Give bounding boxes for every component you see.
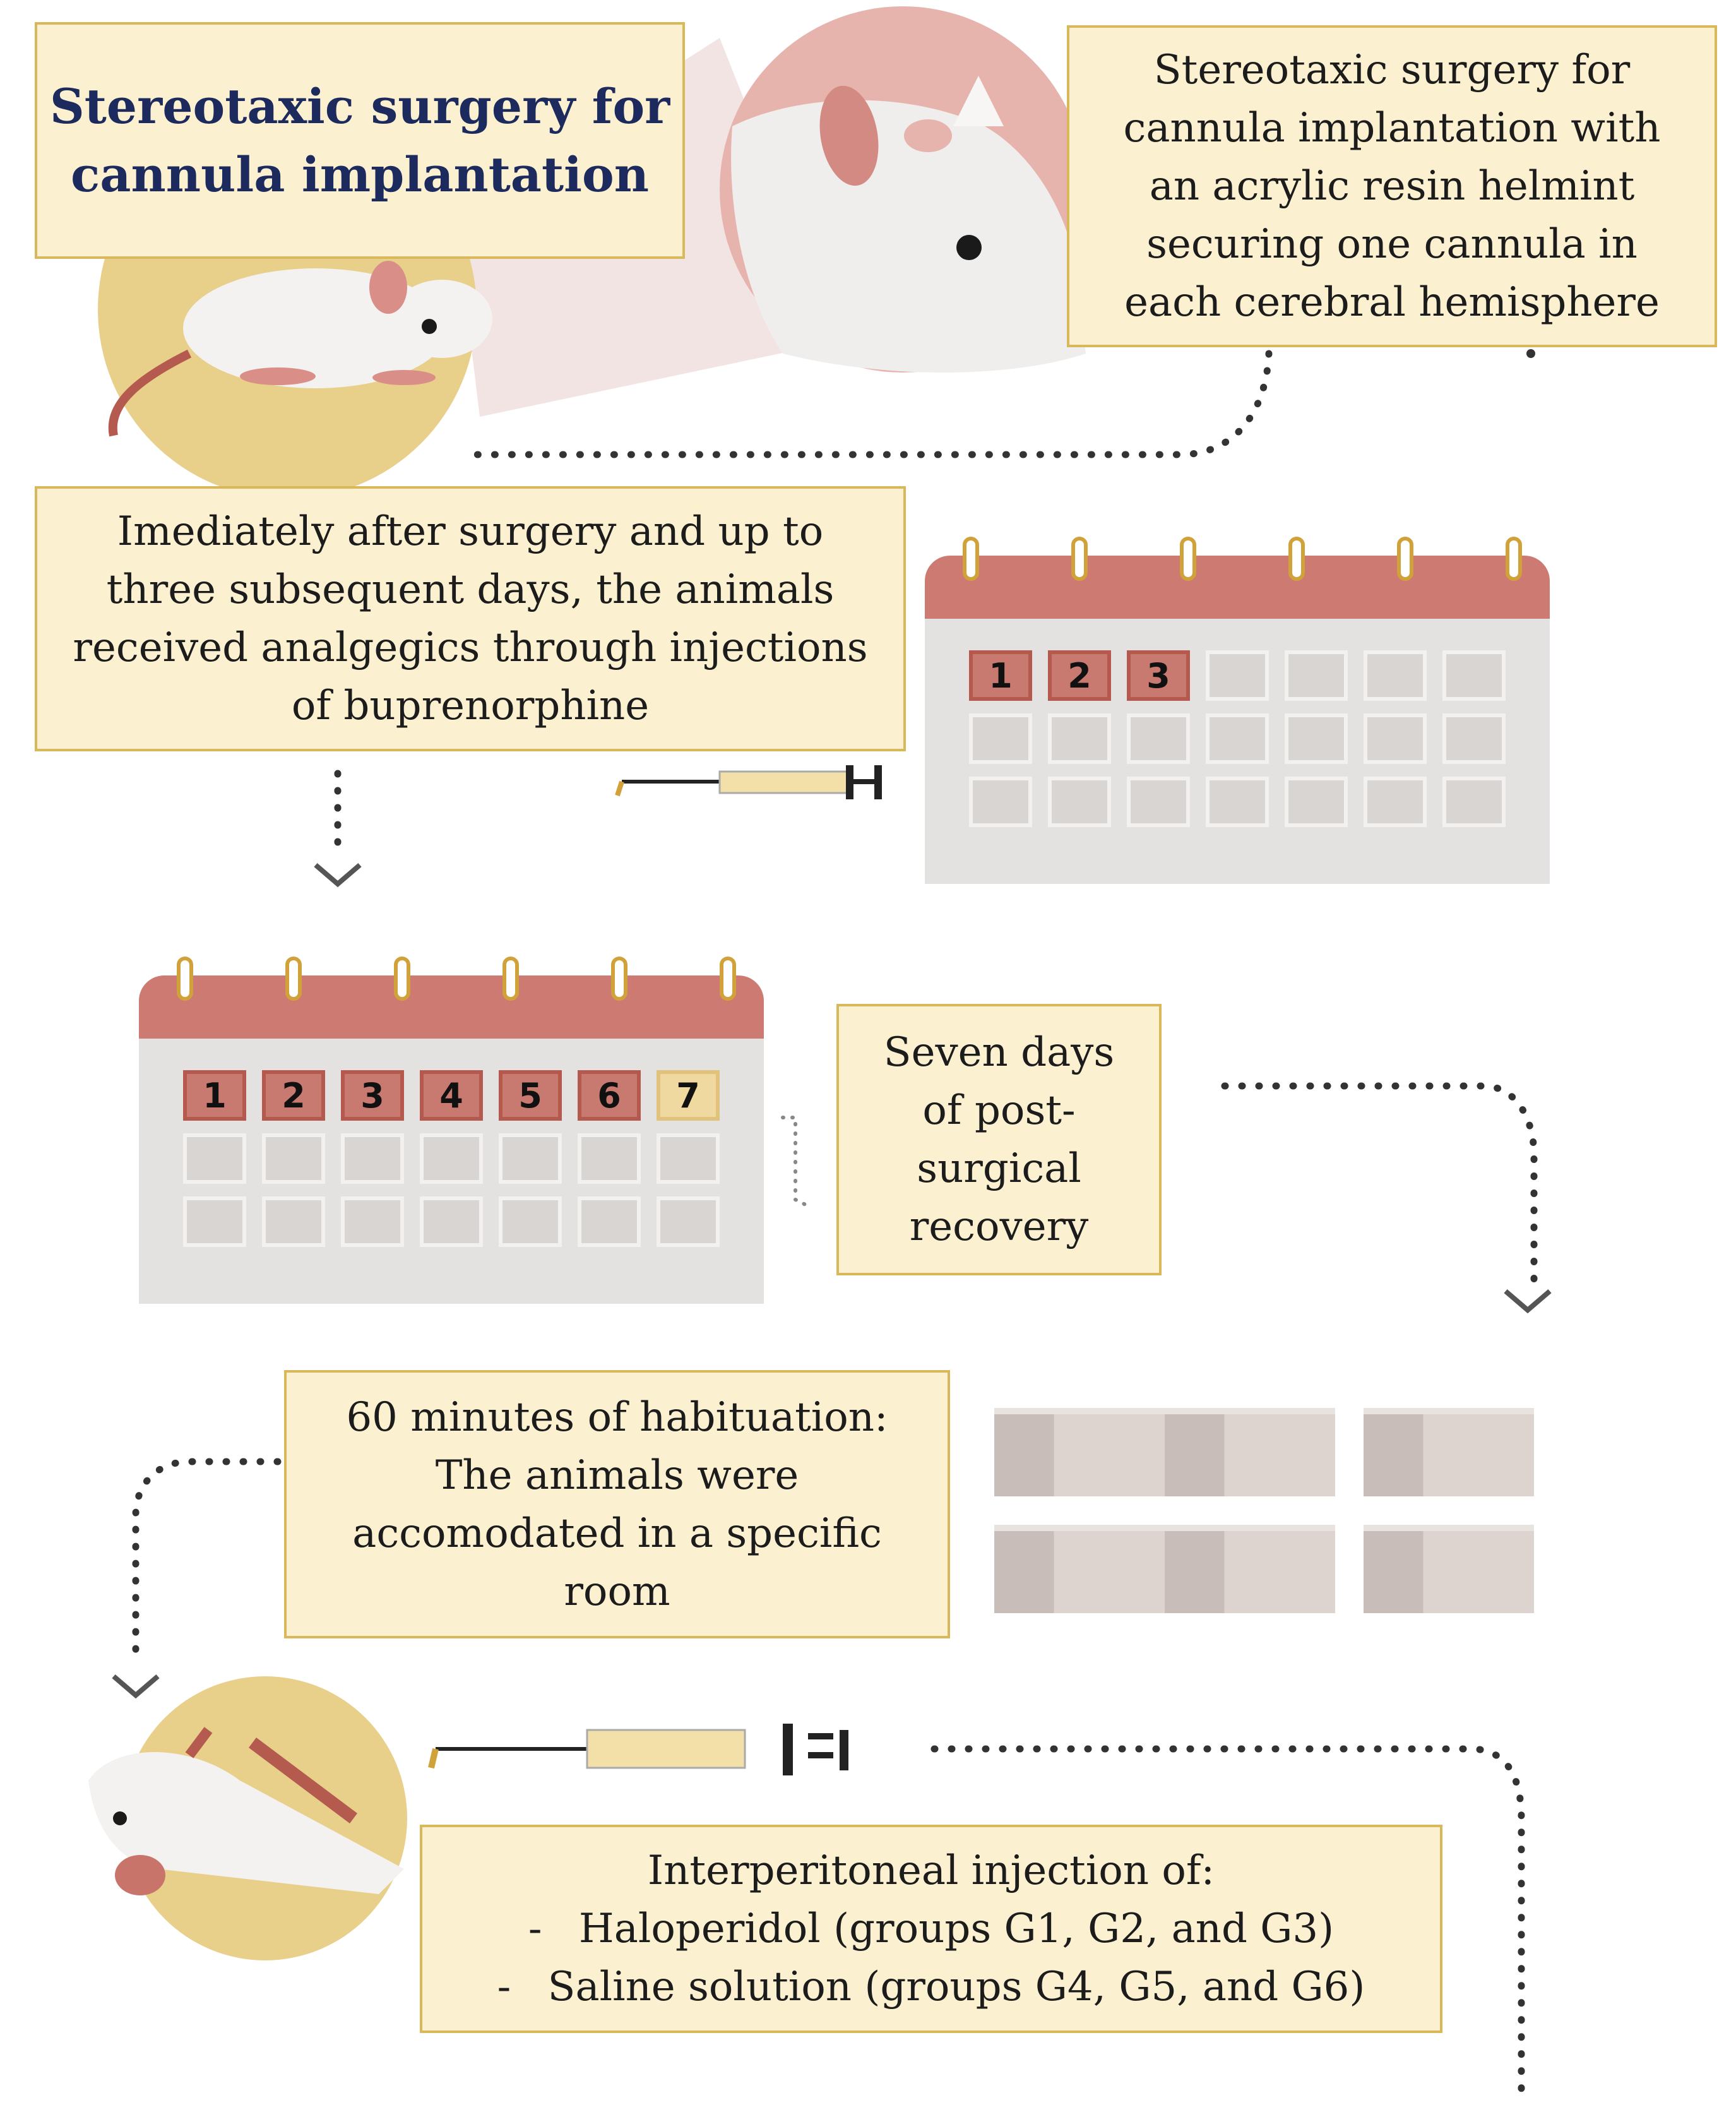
calendar-day (499, 1133, 562, 1184)
page-title: Stereotaxic surgery for cannula implanta… (49, 78, 670, 203)
calendar-day: 5 (499, 1070, 562, 1121)
calendar-ring (1506, 537, 1522, 581)
calendar-day (1364, 650, 1427, 701)
calendar-ring (285, 957, 302, 1001)
calendar-ring (1397, 537, 1413, 581)
calendar-day (1285, 713, 1348, 764)
calendar-day: 2 (262, 1070, 325, 1121)
injection-item: -Haloperidol (groups G1, G2, and G3) (528, 1905, 1335, 1952)
connector-1 (470, 350, 1273, 458)
habituation-text: 60 minutes of habituation: The animals w… (346, 1393, 888, 1615)
calendar-day (341, 1196, 404, 1247)
calendar-day: 3 (1127, 650, 1190, 701)
cage-icon (1165, 1408, 1335, 1496)
calendar-ring (1071, 537, 1088, 581)
injection-item: -Saline solution (groups G4, G5, and G6) (497, 1964, 1365, 2010)
calendar-ring (502, 957, 519, 1001)
calendar-day (1206, 777, 1269, 827)
calendar-day (1442, 713, 1506, 764)
calendar-day: 3 (341, 1070, 404, 1121)
calendar-day (1127, 713, 1190, 764)
calendar-ring (177, 957, 193, 1001)
habituation-box: 60 minutes of habituation: The animals w… (284, 1370, 950, 1638)
calendar-day (1442, 777, 1506, 827)
calendar-day (499, 1196, 562, 1247)
calendar-ring (611, 957, 627, 1001)
calendar-day (1442, 650, 1506, 701)
analgesia-text: Imediately after surgery and up to three… (73, 508, 868, 729)
calendar-day (341, 1133, 404, 1184)
calendar-day (1127, 777, 1190, 827)
connector-6 (930, 1745, 1525, 2100)
cage-icon (994, 1525, 1165, 1613)
calendar-day (969, 777, 1032, 827)
calendar-day (969, 713, 1032, 764)
calendar-ring (963, 537, 979, 581)
surgery-detail-text: Stereotaxic surgery for cannula implanta… (1123, 47, 1661, 326)
recovery-text: Seven days of post-surgical recovery (883, 1029, 1115, 1250)
calendar-day (1364, 713, 1427, 764)
calendar-day: 1 (969, 650, 1032, 701)
mouse-injection-icon (88, 1676, 407, 1960)
calendar-day (1206, 650, 1269, 701)
injection-heading: Interperitoneal injection of: (647, 1847, 1215, 1894)
calendar-day (1206, 713, 1269, 764)
calendar-day (578, 1133, 641, 1184)
calendar-header (925, 556, 1550, 619)
cage-icon (1364, 1525, 1534, 1613)
cage-icon (994, 1408, 1165, 1496)
calendar-day: 7 (657, 1070, 720, 1121)
calendar-day: 2 (1048, 650, 1111, 701)
calendar-day (420, 1196, 483, 1247)
analgesia-box: Imediately after surgery and up to three… (35, 486, 906, 751)
calendar-day (1048, 713, 1111, 764)
connector-4 (1221, 1082, 1538, 1285)
connector-3 (781, 1116, 810, 1208)
title-box: Stereotaxic surgery for cannula implanta… (35, 22, 685, 259)
cage-icon (1165, 1525, 1335, 1613)
surgery-detail-box: Stereotaxic surgery for cannula implanta… (1067, 25, 1717, 347)
calendar-day (1285, 777, 1348, 827)
calendar-day (183, 1196, 246, 1247)
injection-box: Interperitoneal injection of: -Haloperid… (420, 1825, 1442, 2033)
calendar-ring (1180, 537, 1196, 581)
calendar-ring (720, 957, 736, 1001)
calendar-day: 6 (578, 1070, 641, 1121)
calendar-day (183, 1133, 246, 1184)
calendar-day: 1 (183, 1070, 246, 1121)
calendar-day (262, 1133, 325, 1184)
calendar-day (1364, 777, 1427, 827)
calendar-ring (394, 957, 410, 1001)
calendar-day (1285, 650, 1348, 701)
connector-5 (132, 1458, 282, 1661)
mouse-head-zoom-icon (720, 6, 1086, 373)
calendar-header (139, 975, 764, 1039)
calendar-day (1048, 777, 1111, 827)
calendar-day: 4 (420, 1070, 483, 1121)
syringe-icon (615, 765, 882, 799)
cage-icon (1364, 1408, 1534, 1496)
syringe-icon (428, 1724, 848, 1775)
calendar-day (657, 1133, 720, 1184)
calendar-day (578, 1196, 641, 1247)
calendar-ring (1288, 537, 1305, 581)
recovery-box: Seven days of post-surgical recovery (836, 1004, 1162, 1275)
calendar-day (420, 1133, 483, 1184)
calendar-day (262, 1196, 325, 1247)
calendar-day (657, 1196, 720, 1247)
